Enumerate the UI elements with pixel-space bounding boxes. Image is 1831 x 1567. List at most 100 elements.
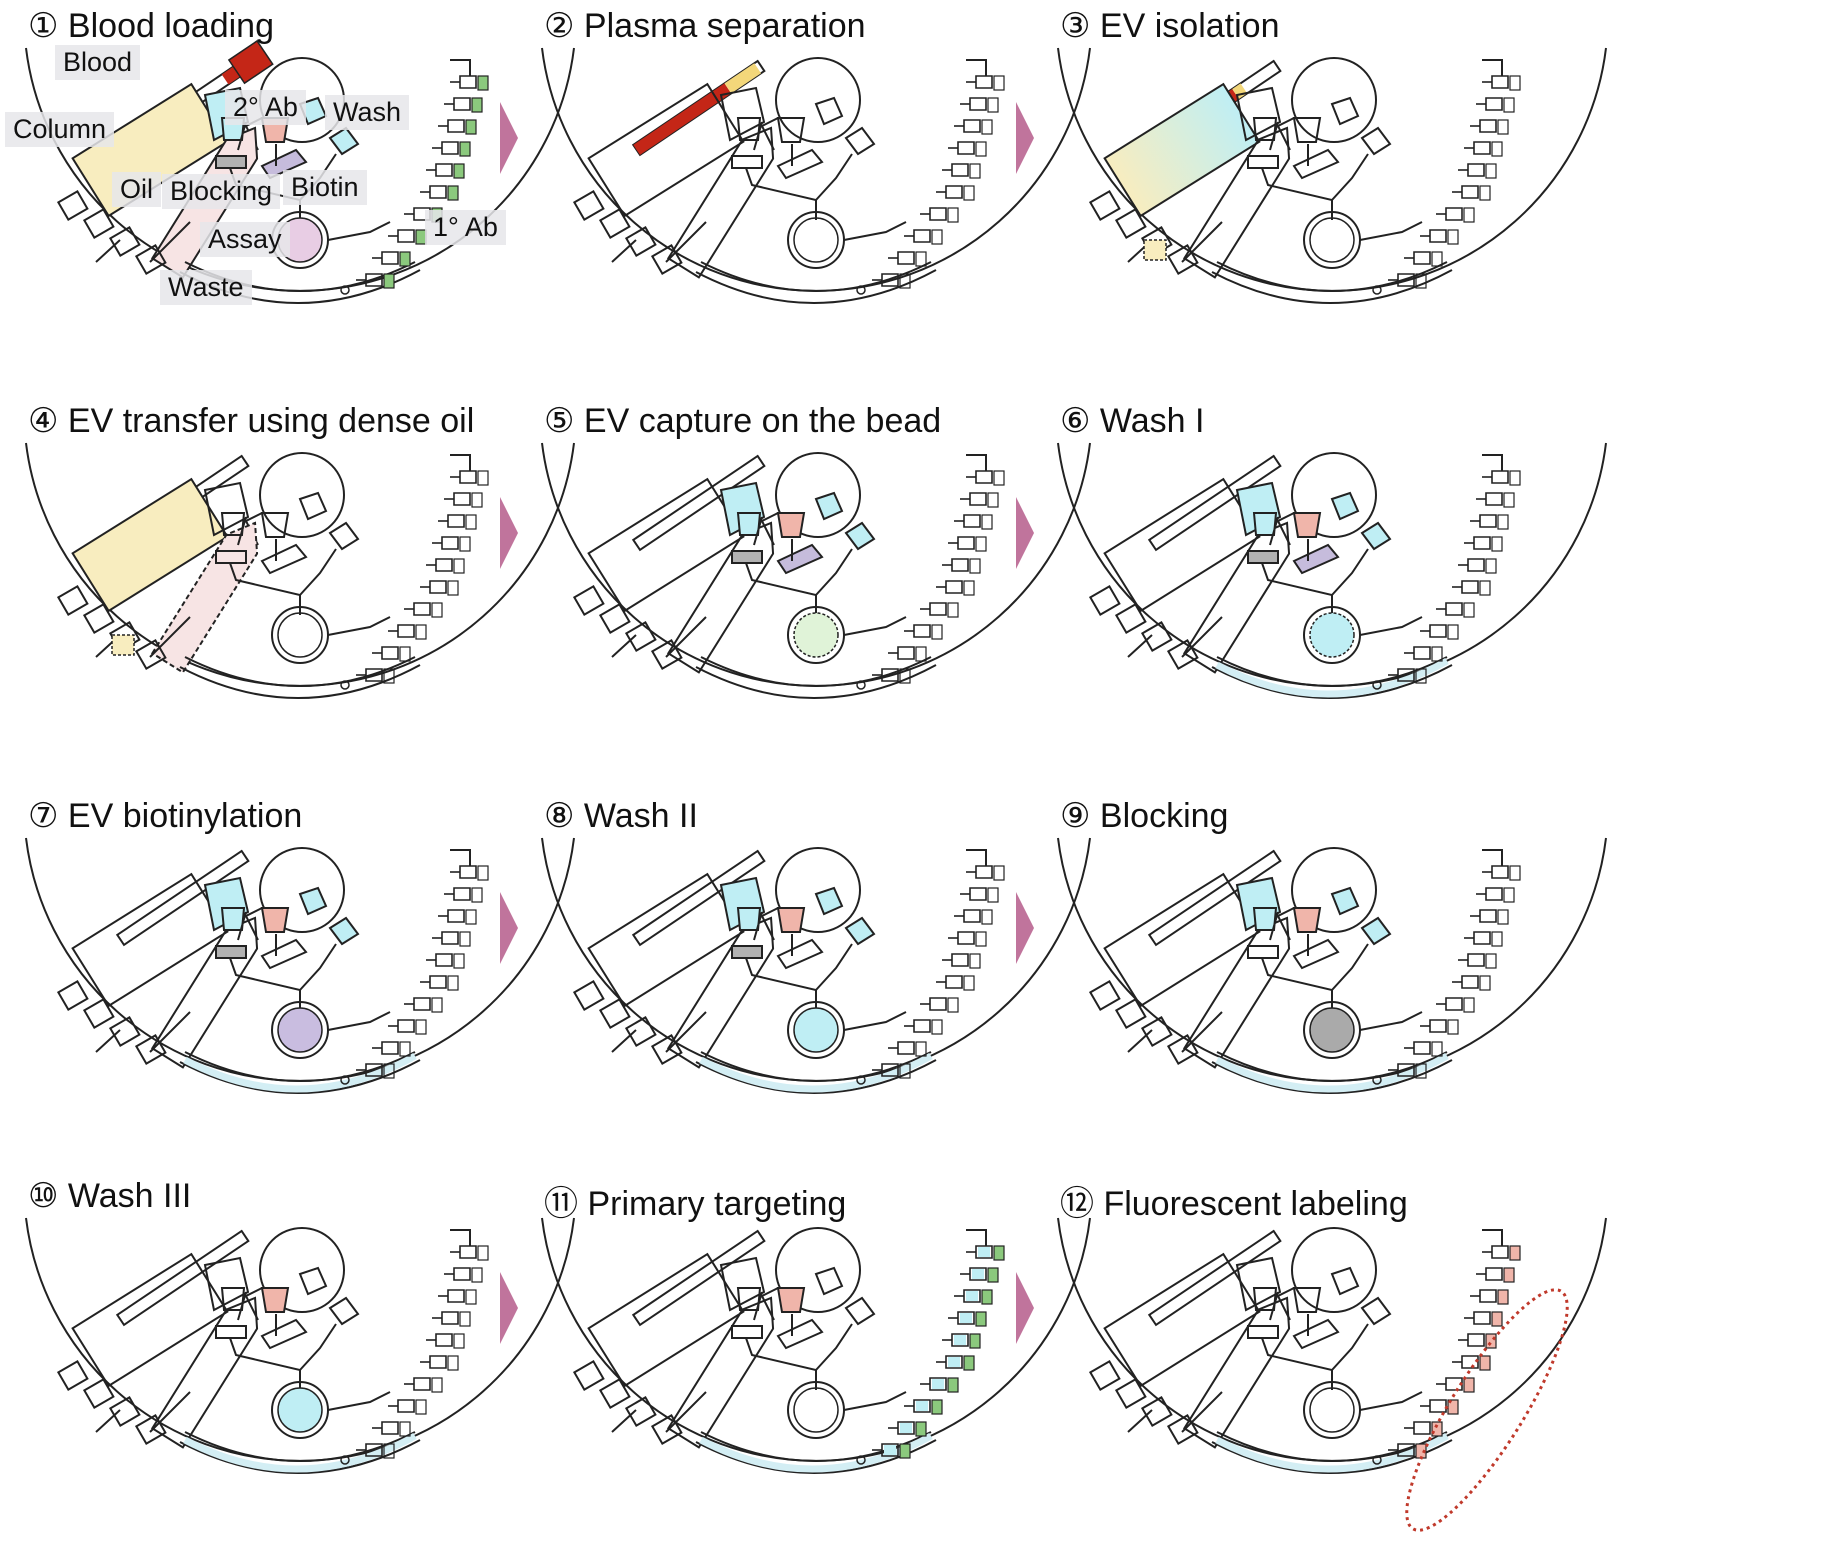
- blocking-chamber: [731, 155, 763, 169]
- waste-chamber: [1211, 269, 1453, 304]
- primary-ab-well: [942, 558, 981, 574]
- primary-ab-well: [420, 185, 459, 201]
- primary-ab-well: [426, 1333, 465, 1349]
- column-chamber: [1103, 872, 1261, 1008]
- next-step-arrow: [500, 497, 518, 569]
- side-chamber: [650, 638, 683, 671]
- primary-ab-well: [444, 1267, 483, 1283]
- primary-ab-well: [872, 273, 911, 289]
- assay-bead: [1309, 217, 1355, 263]
- side-chamber: [134, 1413, 167, 1446]
- blocking-chamber: [1247, 155, 1279, 169]
- primary-ab-well: [888, 646, 927, 662]
- wash-reservoir-upper: [203, 1256, 250, 1312]
- biotin-chamber: [776, 1318, 824, 1350]
- disc-diagram: [541, 442, 1091, 699]
- step-panel: ⑫ Fluorescent labeling: [1032, 1170, 1622, 1555]
- assay-chamber: [1303, 1381, 1361, 1439]
- step-title-text: Fluorescent labeling: [1094, 1185, 1408, 1223]
- wash-chamber-b: [298, 491, 328, 521]
- step-number: ⑥: [1060, 402, 1091, 440]
- primary-ab-well: [450, 470, 489, 486]
- side-chamber: [598, 997, 631, 1030]
- primary-ab-well: [1452, 580, 1491, 596]
- primary-ab-well: [904, 624, 943, 640]
- column-chamber: [587, 477, 745, 613]
- assay-chamber: [1303, 211, 1361, 269]
- wash-chamber-a: [736, 512, 762, 536]
- primary-ab-well: [438, 514, 477, 530]
- primary-ab-well: [960, 97, 999, 113]
- step-panel: ⑥ Wash I: [1032, 395, 1622, 780]
- primary-ab-well: [888, 251, 927, 267]
- primary-ab-well: [438, 909, 477, 925]
- oil-chamber: [1182, 126, 1291, 279]
- wash-chamber-a: [736, 907, 762, 931]
- step-panel: ④ EV transfer using dense oil: [0, 395, 590, 780]
- primary-ab-well: [942, 1333, 981, 1349]
- blocking-chamber: [215, 1325, 247, 1339]
- assay-bead: [1309, 612, 1355, 658]
- step-number: ⑫: [1060, 1185, 1094, 1223]
- biotin-chamber: [776, 148, 824, 180]
- side-chamber: [56, 979, 89, 1012]
- wash-chamber-a: [1252, 117, 1278, 141]
- primary-ab-well: [920, 207, 959, 223]
- primary-ab-well: [1420, 624, 1459, 640]
- column-chamber: [587, 872, 745, 1008]
- primary-ab-well: [1452, 185, 1491, 201]
- assay-bead: [277, 1007, 323, 1053]
- primary-ab-well: [1476, 97, 1515, 113]
- step-title: ⑨ Blocking: [1060, 796, 1228, 836]
- blocking-chamber: [731, 550, 763, 564]
- side-chamber: [598, 1377, 631, 1410]
- side-chamber: [134, 243, 167, 276]
- assay-chamber: [787, 1381, 845, 1439]
- column-chamber: [71, 872, 229, 1008]
- disc-diagram: [541, 47, 1091, 304]
- wash-chamber-a: [736, 117, 762, 141]
- step-number: ⑪: [544, 1185, 578, 1223]
- disc-diagram: [1057, 1217, 1607, 1532]
- assay-bead: [793, 612, 839, 658]
- primary-ab-well: [1458, 953, 1497, 969]
- primary-ab-well: [942, 953, 981, 969]
- secondary-ab-chamber: [260, 512, 290, 538]
- primary-ab-well: [356, 273, 395, 289]
- primary-ab-well: [450, 865, 489, 881]
- side-chamber: [1114, 602, 1147, 635]
- wash-chamber-c: [844, 1296, 876, 1326]
- side-chamber: [1088, 189, 1121, 222]
- assay-bead: [277, 1387, 323, 1433]
- next-step-arrow: [500, 102, 518, 174]
- step-panel: ⑦ EV biotinylation: [0, 790, 590, 1175]
- side-chamber: [598, 602, 631, 635]
- column-chamber: [1103, 82, 1261, 218]
- primary-ab-well: [948, 1311, 987, 1327]
- waste-chamber: [179, 1059, 421, 1094]
- primary-ab-well: [1464, 931, 1503, 947]
- primary-ab-well: [450, 75, 489, 91]
- step-number: ②: [544, 7, 575, 45]
- labeling-highlight: [1405, 1288, 1569, 1532]
- loading-chamber: [1291, 1227, 1377, 1313]
- side-chamber: [82, 997, 115, 1030]
- wash-chamber-b: [814, 1266, 844, 1296]
- primary-ab-well: [1388, 1063, 1427, 1079]
- step-title: ⑦ EV biotinylation: [28, 796, 302, 836]
- step-panel: ⑪ Primary targeting: [516, 1170, 1106, 1555]
- primary-ab-well: [388, 1019, 427, 1035]
- step-title: ③ EV isolation: [1060, 6, 1279, 46]
- primary-ab-well: [966, 470, 1005, 486]
- primary-ab-well: [1436, 602, 1475, 618]
- secondary-ab-chamber: [260, 907, 290, 933]
- primary-ab-well: [356, 1063, 395, 1079]
- loading-chamber: [1291, 847, 1377, 933]
- loading-chamber: [259, 1227, 345, 1313]
- side-chamber: [1088, 979, 1121, 1012]
- waste-chamber: [695, 269, 937, 304]
- secondary-ab-chamber: [1292, 907, 1322, 933]
- step-title-text: Blocking: [1090, 797, 1229, 835]
- primary-ab-well: [1404, 646, 1443, 662]
